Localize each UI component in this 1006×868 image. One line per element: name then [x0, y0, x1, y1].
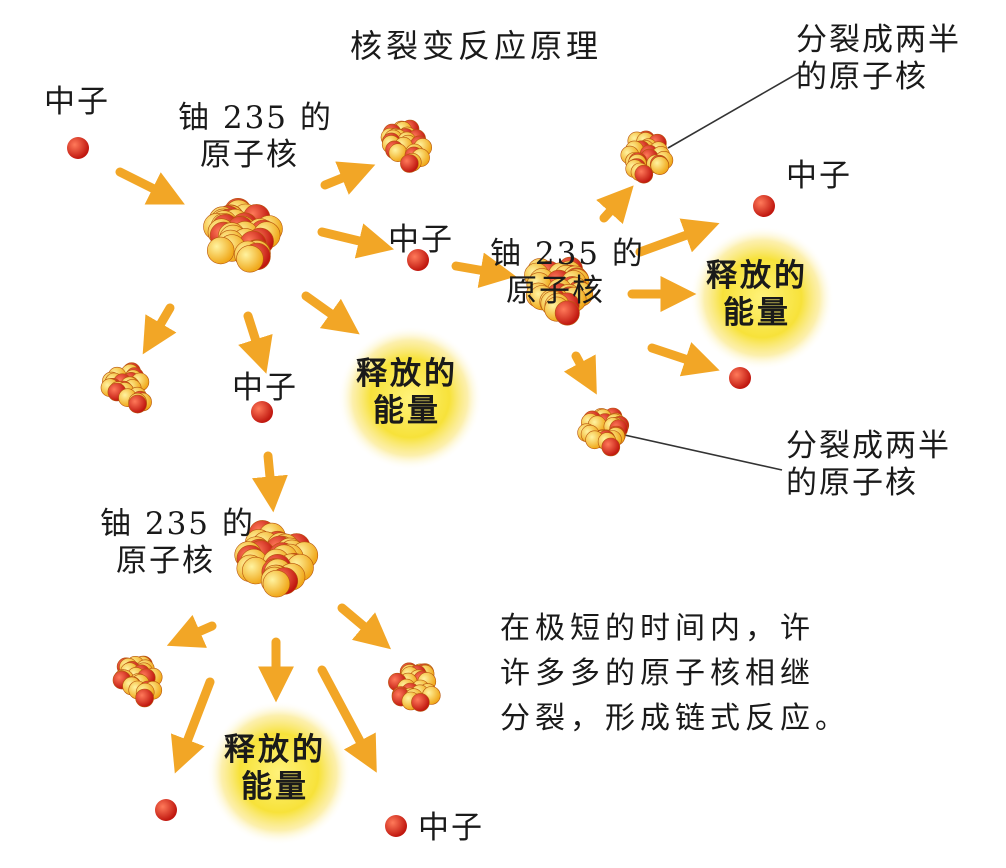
split-fragment [112, 655, 163, 708]
chain-reaction-description: 在极短的时间内，许 许多多的原子核相继 分裂，形成链式反应。 [500, 611, 850, 736]
u235-nucleus-label: 铀 235 的 原子核 [490, 236, 645, 309]
neutron-label: 中子 [388, 222, 454, 258]
arrow [647, 342, 720, 377]
diagram-title: 核裂变反应原理 [350, 27, 603, 65]
neutron [67, 137, 89, 159]
leader-lines [619, 71, 801, 471]
arrow [635, 218, 720, 257]
arrow [337, 603, 392, 650]
leader-line [667, 71, 801, 149]
neutron-label: 中子 [232, 370, 298, 406]
energy-glow [338, 326, 482, 470]
leader-line [619, 433, 783, 471]
neutron [753, 195, 775, 217]
arrow [451, 252, 517, 289]
arrow [252, 451, 288, 513]
released-energy-label: 释放的 能量 [224, 732, 326, 805]
arrows [115, 161, 720, 774]
u235-nucleus-label: 铀 235 的 原子核 [100, 506, 255, 579]
arrow [115, 167, 185, 205]
u235-nucleus [203, 198, 283, 273]
split-fragment [388, 662, 441, 712]
energy-glow [207, 701, 351, 845]
arrow [166, 614, 217, 648]
split-fragment [100, 362, 152, 414]
u235-nucleus [234, 520, 319, 598]
arrow [170, 677, 215, 774]
u235-nucleus-label: 铀 235 的 原子核 [178, 100, 333, 173]
neutron-label: 中子 [418, 810, 484, 846]
released-energy-label: 释放的 能量 [706, 258, 808, 331]
arrow [317, 665, 377, 773]
neutron [385, 815, 407, 837]
neutron-label: 中子 [44, 84, 110, 120]
energy-glows [207, 226, 834, 845]
split-nucleus-label: 分裂成两半 的原子核 [786, 428, 951, 501]
arrow [320, 161, 376, 195]
split-fragment [577, 407, 630, 457]
particles [67, 119, 775, 837]
u235-nucleus [524, 256, 594, 326]
arrow [238, 311, 273, 374]
neutron [251, 401, 273, 423]
arrow [563, 351, 597, 395]
neutron [407, 249, 429, 271]
neutron [729, 367, 751, 389]
arrow [301, 291, 360, 335]
split-fragment [380, 119, 433, 173]
neutron [155, 799, 177, 821]
arrow [596, 185, 634, 225]
split-fragment [620, 130, 674, 184]
energy-glow [690, 226, 834, 370]
arrow [317, 223, 394, 259]
neutron-label: 中子 [786, 158, 852, 194]
arrow [142, 303, 177, 355]
released-energy-label: 释放的 能量 [356, 356, 458, 429]
split-nucleus-label: 分裂成两半 的原子核 [796, 22, 961, 95]
